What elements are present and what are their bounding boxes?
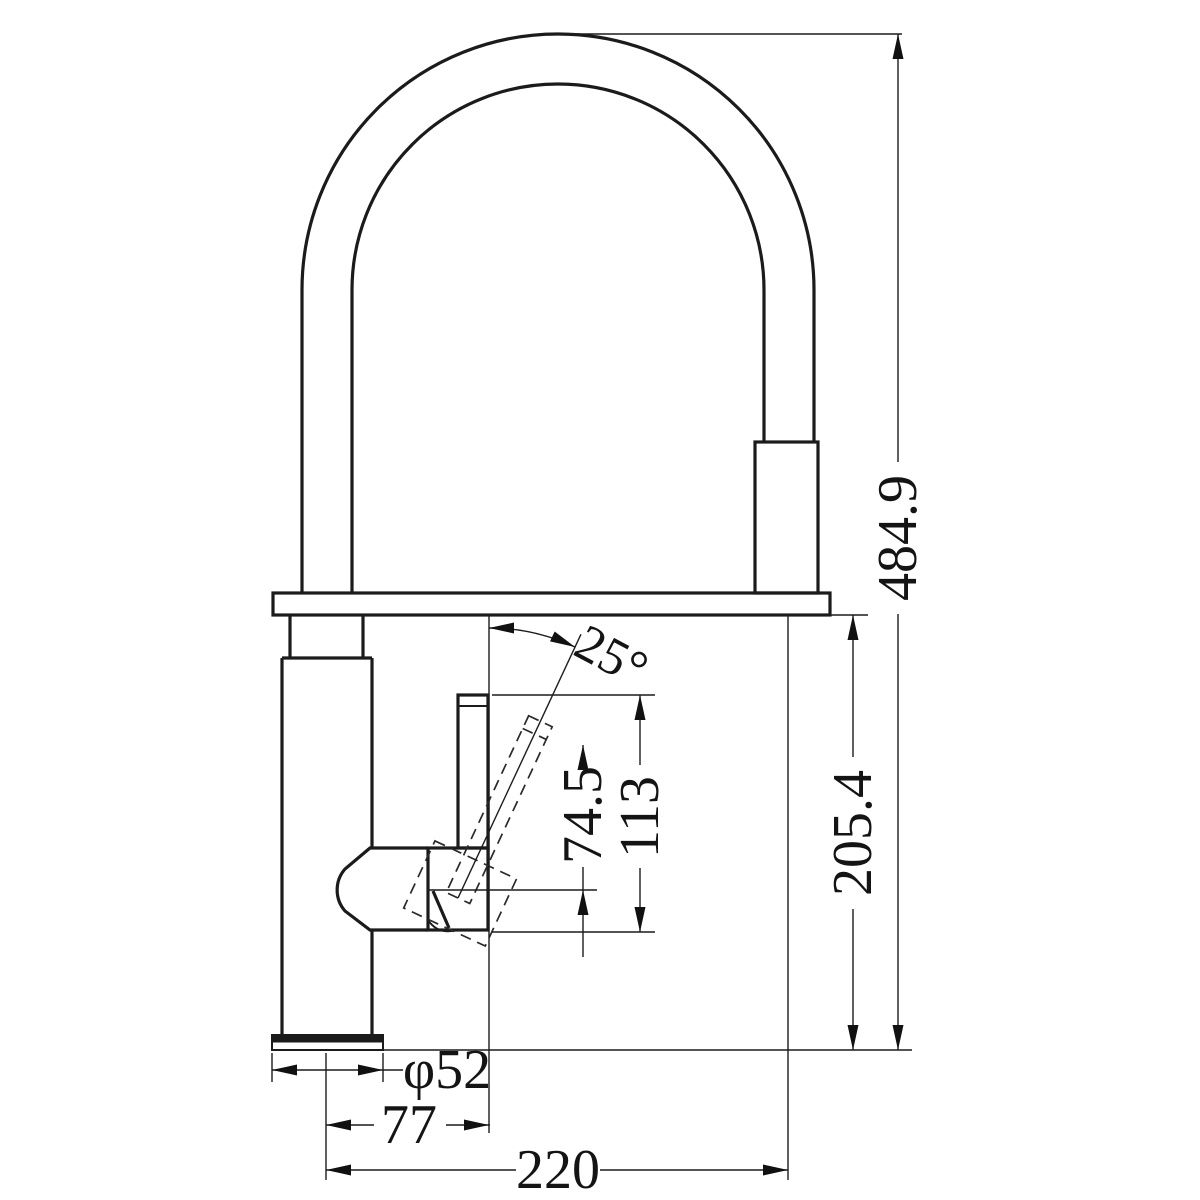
spout-arch-outer xyxy=(300,32,816,593)
dim-handle-height: 113 xyxy=(492,694,671,933)
handle-boss xyxy=(335,846,428,932)
body-neck xyxy=(288,615,365,658)
handle-phantom-cap xyxy=(522,727,547,741)
dim-label-handle-height: 113 xyxy=(609,776,671,858)
handle-lever xyxy=(456,693,490,850)
spout-arch-inner xyxy=(350,82,766,593)
dim-label-base-diameter: φ52 xyxy=(403,1039,491,1101)
dim-label-center-to-handle: 77 xyxy=(381,1094,437,1156)
dim-handle-travel: 74.5 xyxy=(428,745,614,957)
dim-label-overall-height: 484.9 xyxy=(867,475,929,601)
dim-center-to-handle: 77 xyxy=(325,1053,490,1180)
dim-deck-to-base: 205.4 xyxy=(822,614,884,1050)
spray-head-sleeve xyxy=(753,440,820,595)
dim-label-deck-to-base: 205.4 xyxy=(822,770,884,896)
dim-center-to-spout: 220 xyxy=(326,615,789,1200)
dim-label-handle-travel: 74.5 xyxy=(552,766,614,864)
dim-overall-height: 484.9 xyxy=(383,33,929,1051)
valve-body xyxy=(426,846,490,932)
deck-plate xyxy=(271,591,832,617)
valve-lever-stub xyxy=(431,890,451,929)
dim-handle-angle: 25° xyxy=(488,614,657,1133)
dim-label-center-to-spout: 220 xyxy=(516,1139,600,1200)
handle-dashed-tilted xyxy=(402,633,582,948)
dim-label-handle-angle: 25° xyxy=(566,614,657,699)
dim-base-diameter: φ52 xyxy=(271,1039,491,1101)
handle-axis-line xyxy=(457,633,582,899)
